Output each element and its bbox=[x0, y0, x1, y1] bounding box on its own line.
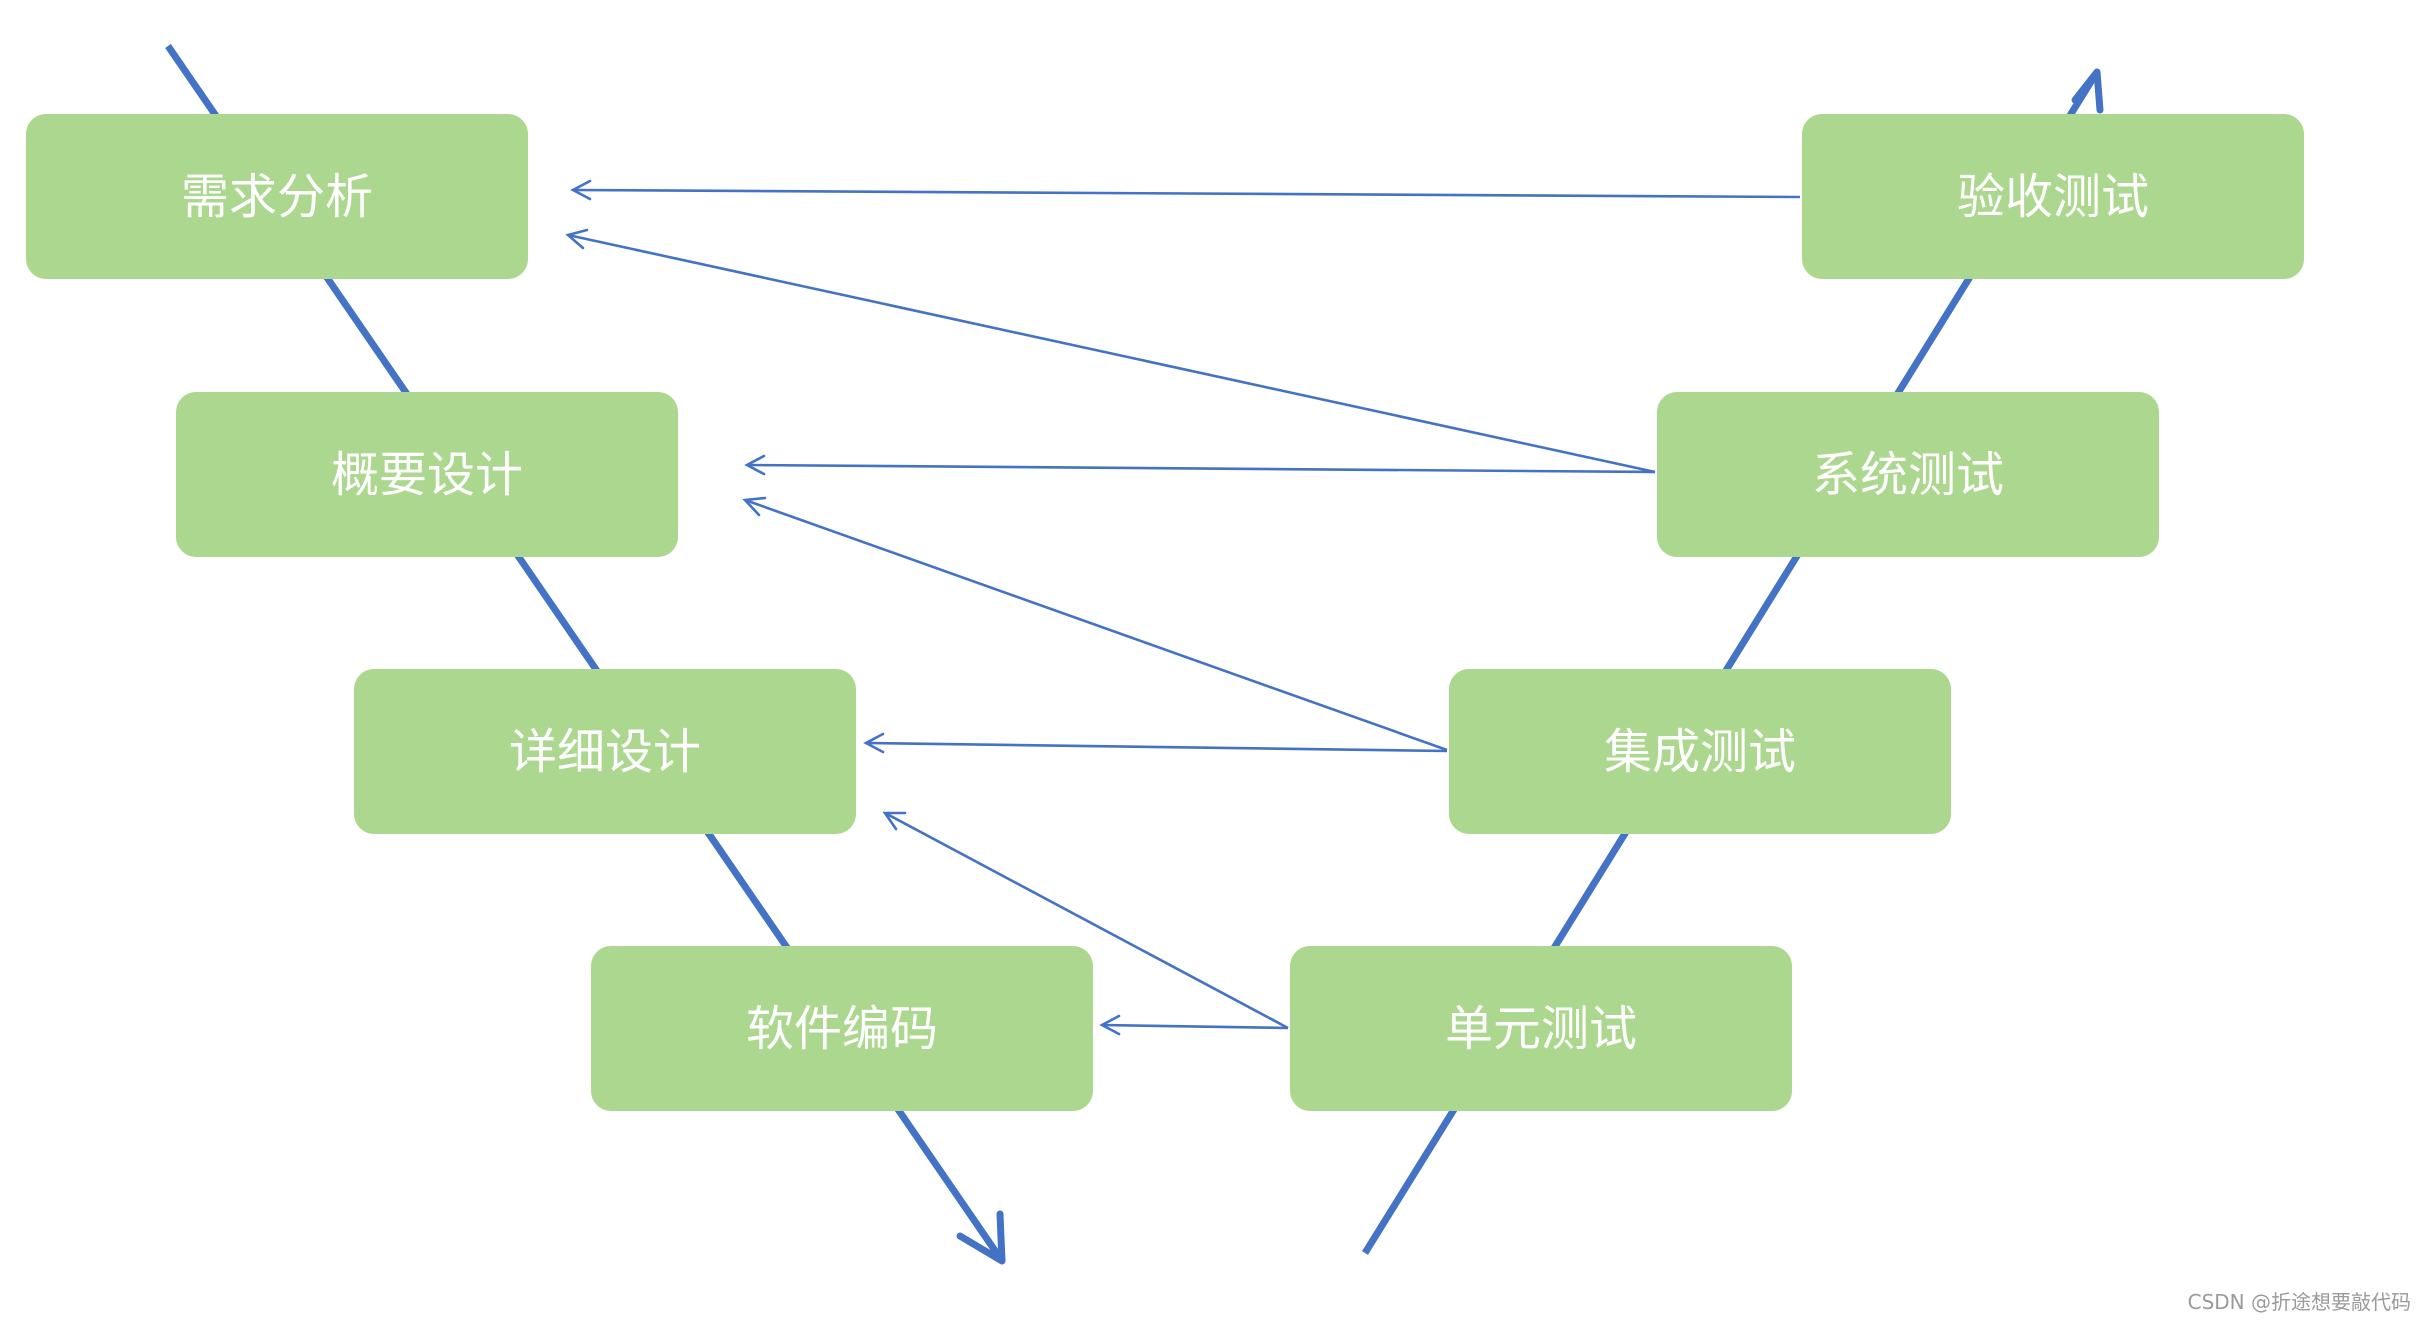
trace-line-integration-to-detailed bbox=[865, 741, 1448, 753]
trace-line-system-to-requirements bbox=[567, 233, 1656, 474]
trace-head-unit-to-coding bbox=[1099, 1014, 1121, 1036]
node-integration-test-label: 集成测试 bbox=[1604, 724, 1796, 780]
node-system-test-label: 系统测试 bbox=[1812, 447, 2004, 503]
trace-head-integration-to-outline bbox=[742, 496, 767, 517]
trace-arrows bbox=[565, 179, 1801, 1036]
trace-head-acceptance-to-requirements bbox=[570, 179, 592, 201]
left-v-arrowhead bbox=[956, 1210, 1006, 1265]
trace-head-system-to-requirements bbox=[565, 228, 589, 250]
trace-line-system-to-outline bbox=[746, 463, 1656, 474]
watermark: CSDN @折途想要敲代码 bbox=[2187, 1290, 2411, 1314]
node-integration-test: 集成测试 bbox=[1449, 669, 1951, 834]
trace-line-integration-to-outline bbox=[744, 498, 1448, 752]
node-detailed-design-label: 详细设计 bbox=[509, 724, 701, 780]
node-requirements: 需求分析 bbox=[26, 114, 528, 279]
trace-line-acceptance-to-requirements bbox=[572, 188, 1801, 199]
right-v-arrowhead bbox=[2071, 68, 2104, 114]
node-coding: 软件编码 bbox=[591, 946, 1093, 1111]
trace-line-unit-to-detailed bbox=[884, 811, 1289, 1030]
trace-head-system-to-outline bbox=[744, 454, 766, 476]
node-detailed-design: 详细设计 bbox=[354, 669, 856, 834]
node-coding-label: 软件编码 bbox=[746, 1001, 938, 1057]
node-unit-test: 单元测试 bbox=[1290, 946, 1792, 1111]
node-system-test: 系统测试 bbox=[1657, 392, 2159, 557]
node-requirements-label: 需求分析 bbox=[181, 169, 373, 225]
trace-head-integration-to-detailed bbox=[863, 732, 885, 754]
trace-line-unit-to-coding bbox=[1101, 1023, 1289, 1030]
node-outline-design-label: 概要设计 bbox=[331, 447, 523, 503]
node-unit-test-label: 单元测试 bbox=[1445, 1001, 1637, 1057]
trace-head-unit-to-detailed bbox=[882, 811, 907, 831]
node-outline-design: 概要设计 bbox=[176, 392, 678, 557]
node-acceptance-test: 验收测试 bbox=[1802, 114, 2304, 279]
node-acceptance-test-label: 验收测试 bbox=[1957, 169, 2149, 225]
